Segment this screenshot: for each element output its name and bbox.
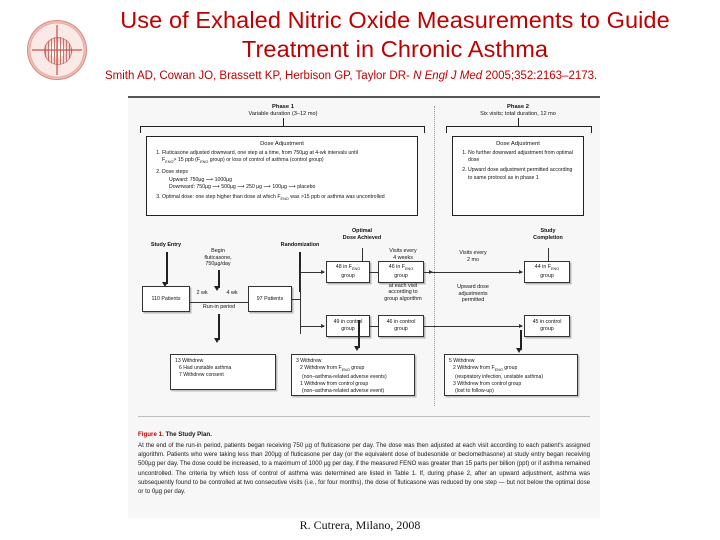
phase1-item-3: Optimal dose: one step higher than dose … [162, 194, 411, 203]
dose-downward: Downward: 750µg ⟶ 500µg ⟶ 250 µg ⟶ 100µg… [169, 184, 316, 191]
arrowhead-withdraw-left [214, 338, 220, 343]
withdraw-mid-line-3: 1 Withdrew from control group [300, 381, 369, 388]
caption-title-line: Figure 1. The Study Plan. [138, 430, 590, 439]
withdraw-mid-line-4: (non–asthma-related adverse event) [302, 388, 385, 395]
byline-citation: 2005;352:2163–2173. [482, 70, 598, 82]
caption-figure-number: Figure 1. [138, 431, 164, 438]
withdraw-left-line-2: 7 Withdrew consent [179, 372, 224, 378]
dose-upward: Upward: 750µg ⟶ 1000µg [169, 176, 233, 183]
arrow-study-entry [166, 252, 168, 284]
line-to-49-control [300, 324, 325, 328]
label-4wk: 4 wk [226, 290, 238, 296]
phase2-bracket [446, 126, 592, 133]
phase2-header: Phase 2 Six visits; total duration, 12 m… [446, 104, 590, 118]
byline-journal: N Engl J Med [413, 70, 483, 82]
arrowhead-begin-fluticasone [214, 286, 220, 291]
line-to-withdraw-left [218, 314, 220, 340]
caption-rule [138, 416, 590, 417]
phase1-item-2: Dose steps Upward: 750µg ⟶ 1000µg Downwa… [162, 169, 411, 191]
arrowhead-withdraw-middle [354, 346, 360, 351]
line-to-48-feno [300, 270, 325, 274]
caption-figure-title: The Study Plan. [163, 431, 212, 438]
node-110-patients: 110 Patients [142, 286, 190, 312]
withdraw-left-line-1: 6 Had unstable asthma [179, 365, 232, 371]
phase2-tick [518, 118, 519, 126]
withdraw-right-line-4: (lost to follow-up) [455, 388, 494, 395]
line-to-withdraw-middle [358, 320, 360, 348]
line-46feno-to-44feno [424, 270, 523, 274]
withdraw-right-total: 5 Withdrew [449, 358, 475, 364]
phase2-box-heading: Dose Adjustment [496, 141, 540, 147]
node-97-patients: 97 Patients [248, 286, 292, 312]
seal-inner-ring [44, 37, 72, 65]
phase2-name: Phase 2 [507, 104, 529, 110]
withdraw-mid-line-1: 2 Withdrew from FENO group [300, 365, 365, 373]
line-46ctrl-to-45ctrl [424, 324, 523, 328]
withdrawal-box-left: 13 Withdrew 6 Had unstable asthma 7 With… [170, 354, 276, 390]
slide-footer: R. Cutrera, Milano, 2008 [299, 518, 421, 532]
line-97-to-split [292, 299, 300, 300]
phase2-duration: Six visits; total duration, 12 mo [480, 111, 556, 117]
arrow-optimal-dose [362, 248, 363, 268]
phase2-dose-adjustment-box: Dose Adjustment No further downward adju… [452, 136, 584, 216]
withdrawal-box-middle: 3 Withdrew 2 Withdrew from FENO group (n… [291, 354, 415, 396]
withdraw-mid-total: 3 Withdrew [296, 358, 322, 364]
phase1-bracket [140, 126, 425, 133]
runin-line [190, 302, 248, 303]
label-runin-period: Run-in period [202, 304, 236, 310]
phase1-tick [283, 118, 284, 126]
caption-body: At the end of the run-in period, patient… [138, 442, 590, 496]
line-to-withdraw-right [520, 330, 522, 350]
withdraw-mid-line-2: (non–asthma-related adverse events) [302, 374, 387, 381]
university-seal-logo [27, 20, 87, 80]
label-2wk: 2 wk [196, 290, 208, 296]
withdraw-right-line-1: 2 Withdrew from FENO group [453, 365, 518, 373]
arrowhead-withdraw-right [516, 348, 522, 353]
arrow-study-completion [548, 248, 549, 268]
phase2-item-2: Upward dose adjustment permitted accordi… [468, 167, 577, 182]
node-97-label: 97 Patients [256, 295, 284, 302]
phase2-item-1: No further downward adjustment from opti… [468, 150, 577, 165]
split-vertical [300, 268, 301, 334]
page-title: Use of Exhaled Nitric Oxide Measurements… [120, 7, 670, 62]
withdrawal-box-right: 5 Withdrew 2 Withdrew from FENO group (r… [444, 354, 578, 396]
figure-caption: Figure 1. The Study Plan. At the end of … [138, 430, 590, 496]
withdraw-left-total: 13 Withdrew [175, 358, 204, 364]
phase1-header: Phase 1 Variable duration (3–12 mo) [188, 104, 378, 118]
citation-byline: Smith AD, Cowan JO, Brassett KP, Herbiso… [105, 69, 720, 83]
withdraw-right-line-2: (respiratory infection, unstable asthma) [455, 374, 544, 381]
withdraw-right-line-3: 3 Withdrew from control group [453, 381, 522, 388]
phase-divider [434, 106, 435, 406]
phase1-dose-adjustment-box: Dose Adjustment Fluticasone adjusted dow… [146, 136, 418, 216]
arrowhead-study-entry [162, 282, 168, 287]
arrow-begin-fluticasone [218, 270, 220, 288]
phase1-duration: Variable duration (3–12 mo) [248, 111, 318, 117]
phase1-item-1: Fluticasone adjusted downward, one step … [162, 150, 411, 167]
byline-authors: Smith AD, Cowan JO, Brassett KP, Herbiso… [105, 70, 414, 82]
phase1-name: Phase 1 [272, 104, 294, 110]
phase1-box-heading: Dose Adjustment [260, 141, 304, 147]
label-study-entry: Study Entry [150, 242, 182, 248]
label-randomization: Randomization [280, 242, 320, 248]
study-plan-figure: Phase 1 Variable duration (3–12 mo) Phas… [128, 96, 600, 518]
node-110-label: 110 Patients [151, 295, 181, 302]
